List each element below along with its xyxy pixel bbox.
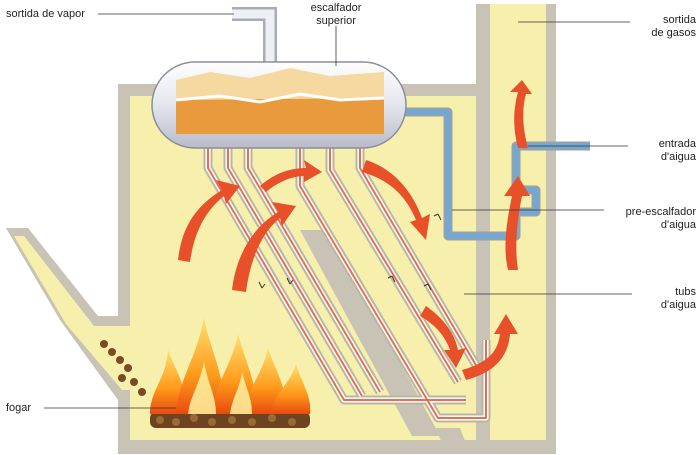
preheater-pipe xyxy=(404,107,590,241)
label-water-tubes-line2: d'aigua xyxy=(660,299,696,311)
fuel-bed xyxy=(100,340,310,428)
flame-cores xyxy=(188,362,252,414)
fuel-hopper xyxy=(6,228,130,400)
label-upper-drum-line1: escalfador xyxy=(310,2,362,14)
label-gas-outlet-line1: sortida xyxy=(662,14,696,26)
flow-arrows xyxy=(178,80,532,380)
steam-outlet-pipe xyxy=(232,7,277,66)
label-water-tubes-line1: tubs xyxy=(675,286,696,298)
baffles xyxy=(300,230,470,454)
label-water-inlet-line1: entrada xyxy=(658,138,696,150)
label-upper-drum-line2: superior xyxy=(316,15,356,27)
label-gas-outlet: sortida de gasos xyxy=(626,14,696,40)
leader-lines xyxy=(44,13,632,409)
label-preheater: pre-escalfador d'aigua xyxy=(600,206,696,232)
label-water-inlet-line2: d'aigua xyxy=(660,151,696,163)
label-preheater-line2: d'aigua xyxy=(660,219,696,231)
label-gas-outlet-line2: de gasos xyxy=(651,27,696,39)
label-firebox: fogar xyxy=(6,402,32,414)
water-tubes xyxy=(203,146,491,423)
label-preheater-line1: pre-escalfador xyxy=(625,206,696,218)
label-upper-drum: escalfador superior xyxy=(300,2,372,28)
label-water-tubes: tubs d'aigua xyxy=(626,286,696,312)
label-steam-outlet: sortida de vapor xyxy=(6,8,85,20)
upper-drum xyxy=(151,61,407,149)
label-water-inlet: entrada d'aigua xyxy=(626,138,696,164)
